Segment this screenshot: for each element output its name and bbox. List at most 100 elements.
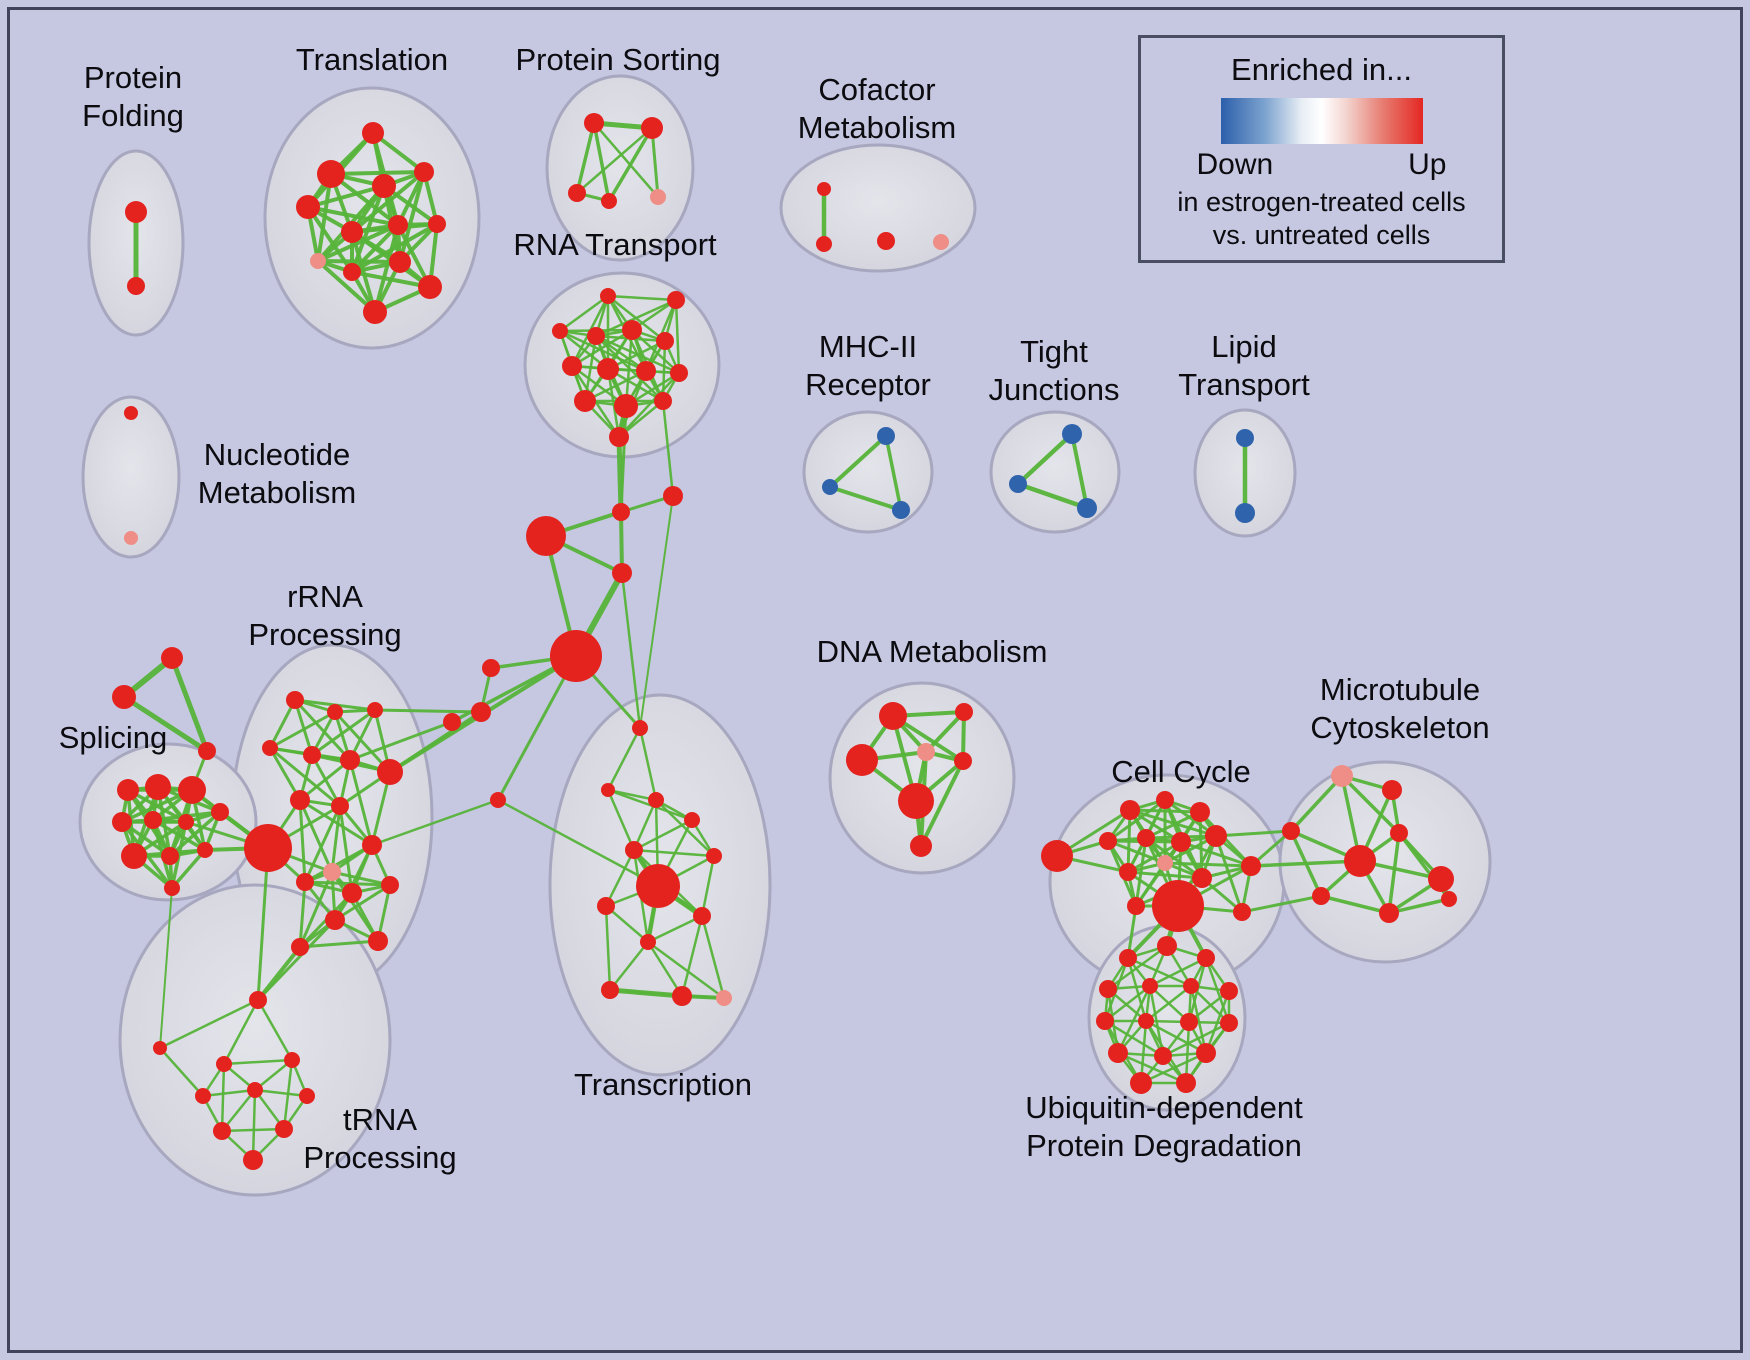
network-edge bbox=[1106, 798, 1167, 843]
cluster-ellipse-microtubule-cytoskeleton bbox=[1278, 760, 1492, 964]
gene-set-node-tx7 bbox=[636, 864, 680, 908]
network-edge bbox=[251, 1088, 257, 1162]
gene-set-node-cf3 bbox=[877, 232, 895, 250]
gene-set-node-r1 bbox=[600, 288, 616, 304]
gene-set-node-tj2 bbox=[1009, 475, 1027, 493]
network-edge bbox=[1116, 984, 1152, 1055]
gene-set-node-u6 bbox=[1183, 978, 1199, 994]
gene-set-node-sp1 bbox=[117, 779, 139, 801]
gene-set-node-rr5 bbox=[303, 746, 321, 764]
network-edge bbox=[350, 223, 400, 274]
network-edge bbox=[1179, 840, 1253, 868]
gene-set-node-c15 bbox=[1233, 903, 1251, 921]
gene-set-node-ps3 bbox=[568, 184, 586, 202]
network-edge bbox=[617, 371, 681, 439]
gene-set-node-r14 bbox=[609, 427, 629, 447]
gene-set-node-tx9 bbox=[693, 907, 711, 925]
gene-set-node-ps5 bbox=[650, 189, 666, 205]
gene-set-node-sp3 bbox=[178, 776, 206, 804]
network-edge bbox=[293, 698, 352, 762]
network-edge bbox=[222, 998, 260, 1066]
gene-set-node-tj3 bbox=[1077, 498, 1097, 518]
cluster-ellipse-nucleotide-metabolism bbox=[81, 395, 181, 559]
gene-set-node-t9 bbox=[310, 253, 326, 269]
network-edge bbox=[632, 848, 716, 858]
gene-set-node-mt4 bbox=[1390, 824, 1408, 842]
gene-set-node-rr15 bbox=[381, 876, 399, 894]
gene-set-node-tx2 bbox=[601, 783, 615, 797]
network-edge bbox=[646, 940, 684, 998]
gene-set-node-sp4 bbox=[112, 812, 132, 832]
legend-subtitle-line2: vs. untreated cells bbox=[1212, 220, 1431, 250]
network-edge bbox=[298, 880, 307, 949]
gene-set-node-c11 bbox=[1241, 856, 1261, 876]
gene-set-node-ps1 bbox=[584, 113, 604, 133]
network-edge bbox=[222, 1058, 294, 1066]
gene-set-node-c3 bbox=[1156, 791, 1174, 809]
gene-set-node-rr4 bbox=[262, 740, 278, 756]
gene-set-node-r10 bbox=[670, 364, 688, 382]
gene-set-node-d6 bbox=[898, 783, 934, 819]
network-edge bbox=[298, 798, 374, 847]
network-edge bbox=[1184, 1020, 1191, 1085]
gene-set-node-t12 bbox=[418, 275, 442, 299]
gene-set-node-rr17 bbox=[291, 938, 309, 956]
gene-set-node-f4 bbox=[612, 563, 632, 583]
network-edge bbox=[348, 758, 374, 847]
gene-set-node-u7 bbox=[1220, 982, 1238, 1000]
gene-set-node-f9 bbox=[198, 742, 216, 760]
gene-set-node-r13 bbox=[654, 392, 672, 410]
network-edge bbox=[1340, 774, 1401, 835]
gene-set-node-r11 bbox=[574, 390, 596, 412]
gene-set-node-d2 bbox=[955, 703, 973, 721]
gene-set-node-u13 bbox=[1154, 1047, 1172, 1065]
network-edge bbox=[1189, 984, 1208, 1055]
network-edge bbox=[256, 998, 294, 1062]
gene-set-node-c7 bbox=[1171, 832, 1191, 852]
network-edge bbox=[1163, 861, 1253, 868]
network-edge bbox=[1126, 870, 1204, 880]
network-edge bbox=[333, 883, 392, 922]
network-edge bbox=[1161, 1021, 1231, 1058]
gene-set-node-tr3 bbox=[284, 1052, 300, 1068]
gene-set-node-c5 bbox=[1099, 832, 1117, 850]
gene-set-node-t13 bbox=[363, 300, 387, 324]
gene-set-node-t6 bbox=[341, 221, 363, 243]
gene-set-node-f2 bbox=[612, 503, 630, 521]
gene-set-node-u5 bbox=[1142, 978, 1158, 994]
gene-set-node-u4 bbox=[1099, 980, 1117, 998]
network-edge bbox=[298, 939, 380, 949]
gene-set-node-rr1 bbox=[286, 691, 304, 709]
cluster-ellipse-tight-junctions bbox=[989, 410, 1121, 534]
gene-set-node-mt1 bbox=[1331, 765, 1353, 787]
gene-set-node-rr8 bbox=[290, 790, 310, 810]
network-edge bbox=[329, 172, 400, 227]
gene-set-node-tx1 bbox=[632, 720, 648, 736]
network-edge bbox=[338, 804, 354, 895]
network-edge bbox=[168, 810, 222, 858]
gene-set-node-t7 bbox=[388, 215, 408, 235]
gene-set-node-tx13 bbox=[716, 990, 732, 1006]
network-edge bbox=[1015, 481, 1090, 511]
network-edge bbox=[329, 170, 426, 176]
gene-set-node-u10 bbox=[1180, 1013, 1198, 1031]
gene-set-node-rr9 bbox=[331, 797, 349, 815]
gene-set-node-cf2 bbox=[816, 236, 832, 252]
gene-set-node-c14 bbox=[1127, 897, 1145, 915]
gene-set-node-sp10 bbox=[197, 842, 213, 858]
gene-set-node-rr16 bbox=[325, 910, 345, 930]
gene-set-node-r9 bbox=[636, 361, 656, 381]
gene-set-node-sp9 bbox=[161, 847, 179, 865]
network-edge bbox=[884, 434, 903, 512]
gene-set-node-tr1 bbox=[249, 991, 267, 1009]
gene-set-node-u15 bbox=[1130, 1072, 1152, 1094]
gene-set-node-d5 bbox=[954, 752, 972, 770]
network-edge bbox=[370, 798, 500, 847]
network-edge bbox=[121, 694, 210, 754]
network-edge bbox=[924, 710, 966, 754]
